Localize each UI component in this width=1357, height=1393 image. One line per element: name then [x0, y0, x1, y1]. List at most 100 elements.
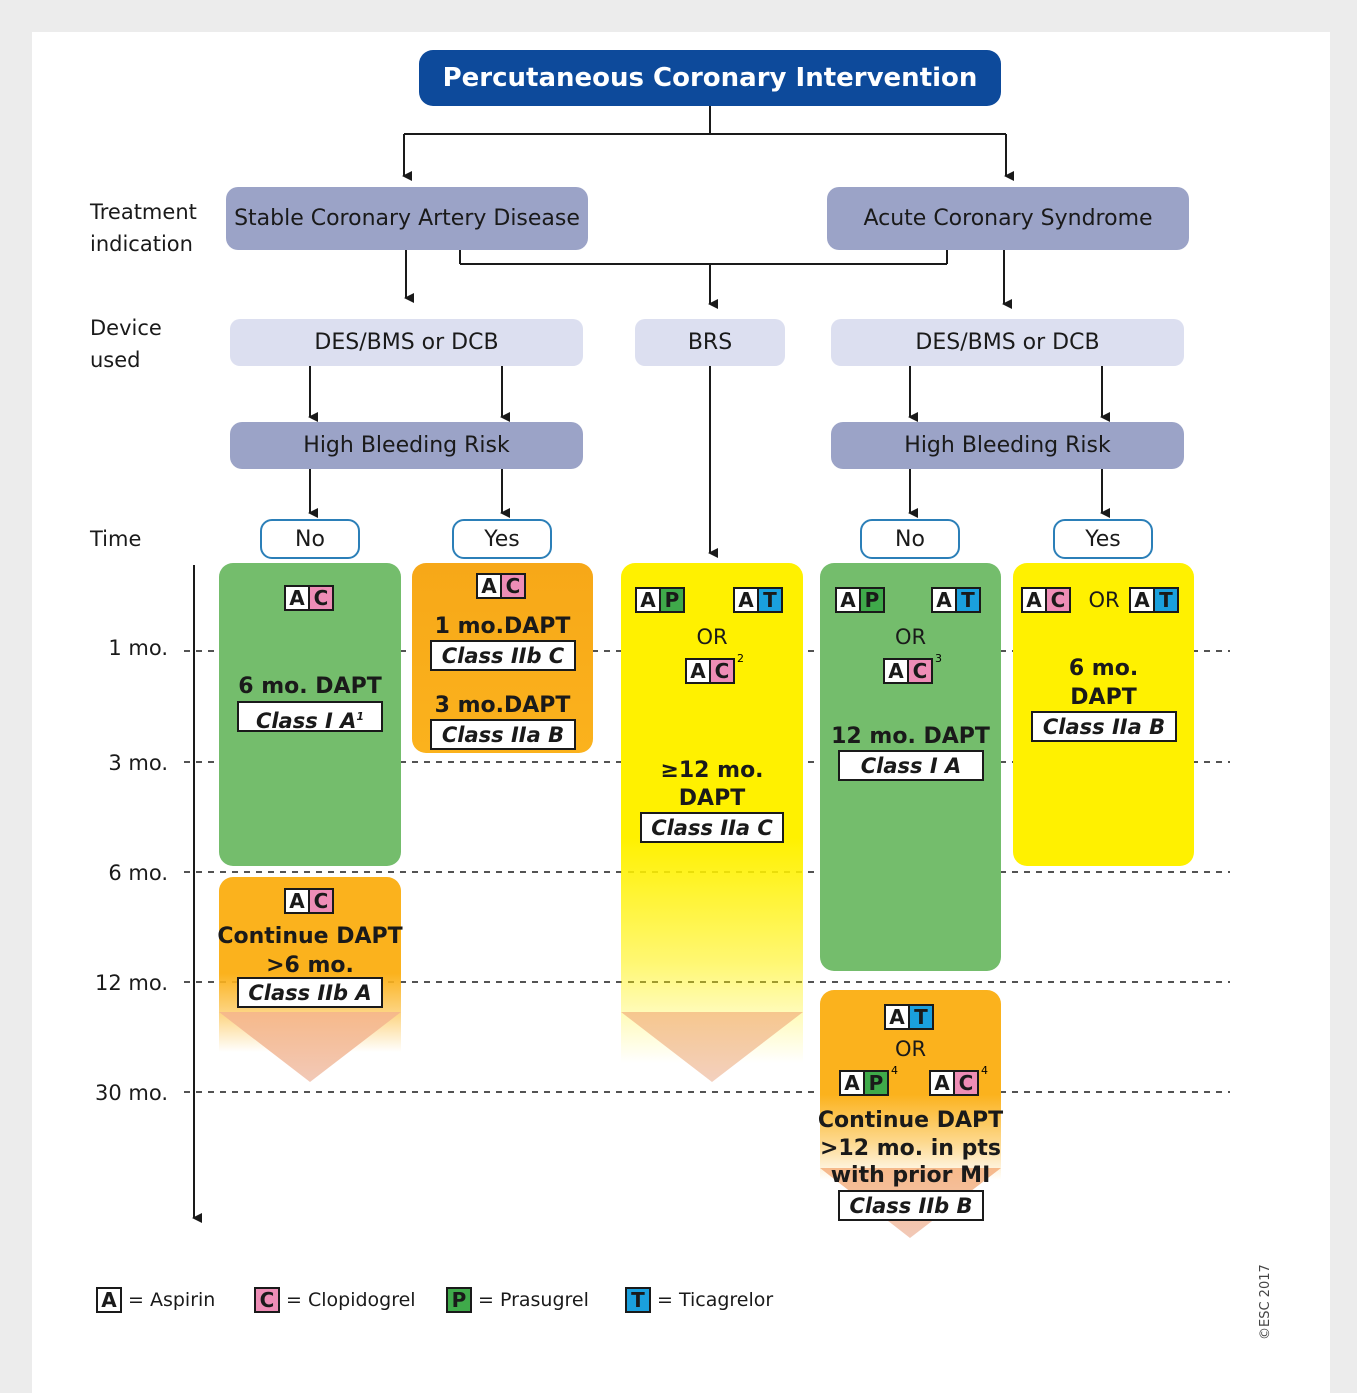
clopidogrel-badge: C — [308, 585, 334, 611]
acs-yes-class: Class IIa B — [1031, 711, 1177, 742]
scad-no-class-text: Class I A — [255, 709, 357, 733]
clopidogrel-badge: C — [953, 1070, 979, 1096]
time-mark-12mo: 12 mo. — [94, 971, 168, 995]
legend-ticagrelor: T = Ticagrelor — [625, 1287, 773, 1313]
acs-continue-or: OR — [894, 1037, 927, 1061]
acs-no-or: OR — [894, 625, 927, 649]
acs-no-text: 12 mo. DAPT — [831, 724, 990, 749]
time-mark-6mo: 6 mo. — [108, 861, 168, 885]
treatment-indication-label: Treatment indication — [90, 196, 197, 260]
clopidogrel-badge: C — [907, 658, 933, 684]
legend-aspirin: A = Aspirin — [96, 1287, 215, 1313]
aspirin-badge: A — [1129, 587, 1155, 613]
copyright: ©ESC 2017 — [1258, 1264, 1273, 1340]
acs-continue-footnote-ap: 4 — [891, 1064, 898, 1077]
acs-continue-text1: Continue DAPT — [817, 1108, 1004, 1133]
clopidogrel-badge: C — [500, 573, 526, 599]
brs-drugs-ap: A P — [635, 587, 685, 613]
brs-drugs-ac: A C 2 — [685, 652, 744, 684]
device-right-box: DES/BMS or DCB — [831, 319, 1184, 366]
aspirin-badge: A — [839, 1070, 865, 1096]
acs-yes-or: OR — [1088, 588, 1120, 612]
aspirin-badge: A — [284, 888, 310, 914]
aspirin-badge: A — [635, 587, 661, 613]
treatment-label-line2: indication — [90, 232, 193, 256]
aspirin-badge: A — [1021, 587, 1047, 613]
acs-yes-text1: 6 mo. — [1068, 656, 1139, 681]
ticagrelor-badge: T — [955, 587, 981, 613]
clopidogrel-badge: C — [1045, 587, 1071, 613]
aspirin-badge: A — [733, 587, 759, 613]
scad-yes-class2: Class IIa B — [430, 719, 576, 750]
acs-continue-footnote-ac: 4 — [981, 1064, 988, 1077]
time-mark-1mo: 1 mo. — [108, 636, 168, 660]
aspirin-badge: A — [476, 573, 502, 599]
acs-continue-drugs-ap: A P 4 — [839, 1064, 898, 1096]
scad-continue-text2: >6 mo. — [266, 953, 354, 978]
treatment-label-line1: Treatment — [90, 200, 197, 224]
no-left-box: No — [260, 519, 360, 559]
scad-no-drugs: A C — [284, 585, 334, 611]
hbr-right-box: High Bleeding Risk — [831, 422, 1184, 469]
yes-right-box: Yes — [1053, 519, 1153, 559]
device-left-box: DES/BMS or DCB — [230, 319, 583, 366]
ticagrelor-legend-badge: T — [625, 1287, 651, 1313]
scad-continue-arrow — [219, 1012, 401, 1082]
legend-prasugrel-label: = Prasugrel — [478, 1289, 589, 1311]
brs-footnote: 2 — [737, 652, 744, 665]
legend-aspirin-label: = Aspirin — [128, 1289, 216, 1311]
brs-drugs-at: A T — [733, 587, 783, 613]
scad-no-class-footnote: 1 — [356, 710, 365, 723]
scad-no-text: 6 mo. DAPT — [238, 674, 382, 699]
scad-yes-class1: Class IIb C — [430, 640, 576, 671]
stable-cad-box: Stable Coronary Artery Disease — [226, 187, 588, 250]
aspirin-legend-badge: A — [96, 1287, 122, 1313]
acs-no-drugs-at: A T — [931, 587, 981, 613]
aspirin-badge: A — [835, 587, 861, 613]
ticagrelor-badge: T — [1153, 587, 1179, 613]
aspirin-badge: A — [884, 1004, 910, 1030]
acs-continue-class: Class IIb B — [838, 1190, 984, 1221]
scad-no-class: Class I A1 — [237, 701, 383, 733]
aspirin-badge: A — [883, 658, 909, 684]
scad-yes-text2: 3 mo.DAPT — [434, 693, 571, 718]
hbr-left-box: High Bleeding Risk — [230, 422, 583, 469]
aspirin-badge: A — [284, 585, 310, 611]
title-box: Percutaneous Coronary Intervention — [419, 50, 1001, 106]
device-label-line2: used — [90, 348, 141, 372]
legend-prasugrel: P = Prasugrel — [446, 1287, 589, 1313]
brs-text2: DAPT — [678, 786, 746, 811]
scad-continue-class: Class IIb A — [237, 977, 383, 1008]
time-mark-3mo: 3 mo. — [108, 751, 168, 775]
device-used-label: Device used — [90, 312, 162, 376]
aspirin-badge: A — [929, 1070, 955, 1096]
acs-no-footnote: 3 — [935, 652, 942, 665]
acs-yes-drugs-ac: A C — [1021, 587, 1071, 613]
acs-yes-text2: DAPT — [1070, 685, 1137, 710]
acs-no-drugs-ac: A C 3 — [883, 652, 942, 684]
acs-continue-text2: >12 mo. in pts — [820, 1136, 1001, 1161]
clopidogrel-badge: C — [308, 888, 334, 914]
device-brs-box: BRS — [635, 319, 785, 366]
acs-continue-drugs-at: A T — [884, 1004, 934, 1030]
ticagrelor-badge: T — [757, 587, 783, 613]
brs-arrow — [621, 1012, 803, 1082]
prasugrel-badge: P — [659, 587, 685, 613]
clopidogrel-legend-badge: C — [254, 1287, 280, 1313]
legend-ticagrelor-label: = Ticagrelor — [657, 1289, 774, 1311]
time-label: Time — [90, 527, 142, 551]
aspirin-badge: A — [931, 587, 957, 613]
legend-clopidogrel: C = Clopidogrel — [254, 1287, 416, 1313]
prasugrel-badge: P — [859, 587, 885, 613]
clopidogrel-badge: C — [709, 658, 735, 684]
brs-or: OR — [696, 625, 728, 649]
scad-continue-text1: Continue DAPT — [217, 924, 403, 949]
acs-no-drugs-ap: A P — [835, 587, 885, 613]
prasugrel-badge: P — [863, 1070, 889, 1096]
no-right-box: No — [860, 519, 960, 559]
brs-text1: ≥12 mo. — [660, 758, 764, 783]
scad-yes-drugs: A C — [476, 573, 526, 599]
acs-box: Acute Coronary Syndrome — [827, 187, 1189, 250]
ticagrelor-badge: T — [908, 1004, 934, 1030]
